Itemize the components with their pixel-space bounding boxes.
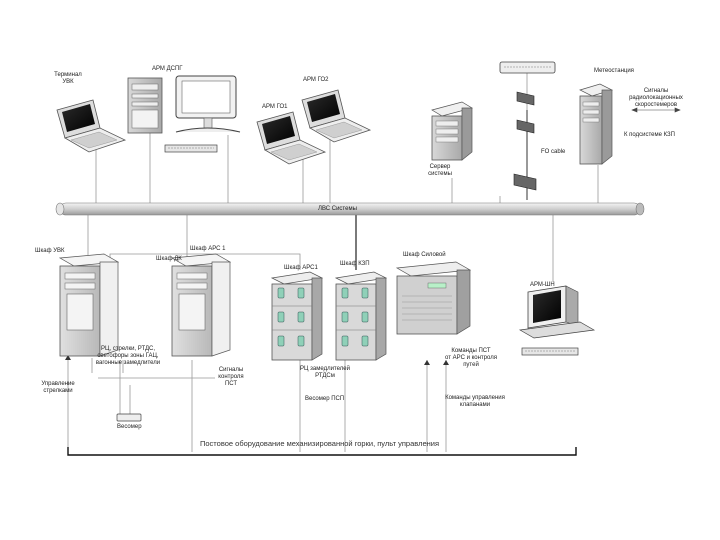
cabinet-dk [170, 253, 232, 357]
label-field-equipment: Постовое оборудование механизированной г… [200, 439, 440, 448]
field-equipment-bar [67, 447, 577, 456]
meteo-station-device [499, 61, 556, 74]
vesomer-device [116, 413, 142, 422]
label-cabinet-power: Шкаф Силовой [403, 252, 446, 258]
label-cabinet-kzp: Шкаф КЗП [340, 261, 370, 267]
label-fo-cable: FO cable [541, 149, 566, 155]
label-commands-pst: Команды ПСТ от АРС и контроля путей [445, 348, 497, 368]
label-cabinet-dk: Шкаф ДК [156, 256, 182, 262]
arm-go2-laptop [301, 89, 372, 143]
cabinet-uvk [58, 253, 120, 357]
label-rc-text: РЦ, стрелки, РТДС, светофоры зоны ГАЦ, в… [95, 346, 161, 366]
double-arrow-icon [631, 107, 681, 113]
label-meteo-station: Метеостанция [594, 68, 634, 74]
label-control-commands: Управление стрелками [41, 381, 75, 394]
label-terminal-uvk: Терминал УВК [54, 72, 82, 85]
label-server: Сервер системы [428, 164, 452, 177]
terminal-uvk-laptop [56, 99, 127, 153]
label-arm-go2: АРМ ГО2 [303, 77, 329, 83]
label-bus: ЛВС Системы [318, 206, 357, 212]
connector-lines [67, 70, 599, 452]
kzp-server [579, 83, 613, 165]
arm-go1-laptop [256, 111, 327, 165]
arrows-bottom [65, 355, 449, 365]
label-vesomer: Весомер [117, 424, 142, 430]
system-server [431, 101, 473, 161]
fo-converters [513, 91, 537, 191]
label-command-valves: Команды управления клапанами [445, 395, 505, 408]
label-arm-go1: АРМ ГО1 [262, 104, 288, 110]
arm-shn-workstation [518, 285, 596, 356]
label-cabinet-arc1-top: Шкаф АРС 1 [190, 246, 226, 252]
label-cabinet-uvk: Шкаф УВК [35, 248, 65, 254]
label-control-signals: Сигналы контроля ПСТ [218, 367, 244, 387]
label-sensor-signals: Сигналы радиолокационных скоростемеров [629, 88, 683, 108]
label-to-kzp: К подсистеме КЗП [624, 132, 675, 138]
arm-dspg-workstation [127, 75, 241, 153]
label-weigher: Весомер ПСП [305, 396, 345, 402]
cabinet-power [395, 261, 472, 335]
label-arm-shn: АРМ-ШН [530, 282, 555, 288]
cabinet-kzp [334, 271, 388, 361]
label-arm-dspg: АРМ ДСПГ [152, 66, 183, 72]
label-cabinet-arc1: Шкаф АРС1 [284, 265, 318, 271]
label-rc-rts: РЦ замедлителей РТДСм [300, 366, 350, 379]
lan-bus [55, 202, 645, 216]
cabinet-arc1 [270, 271, 324, 361]
